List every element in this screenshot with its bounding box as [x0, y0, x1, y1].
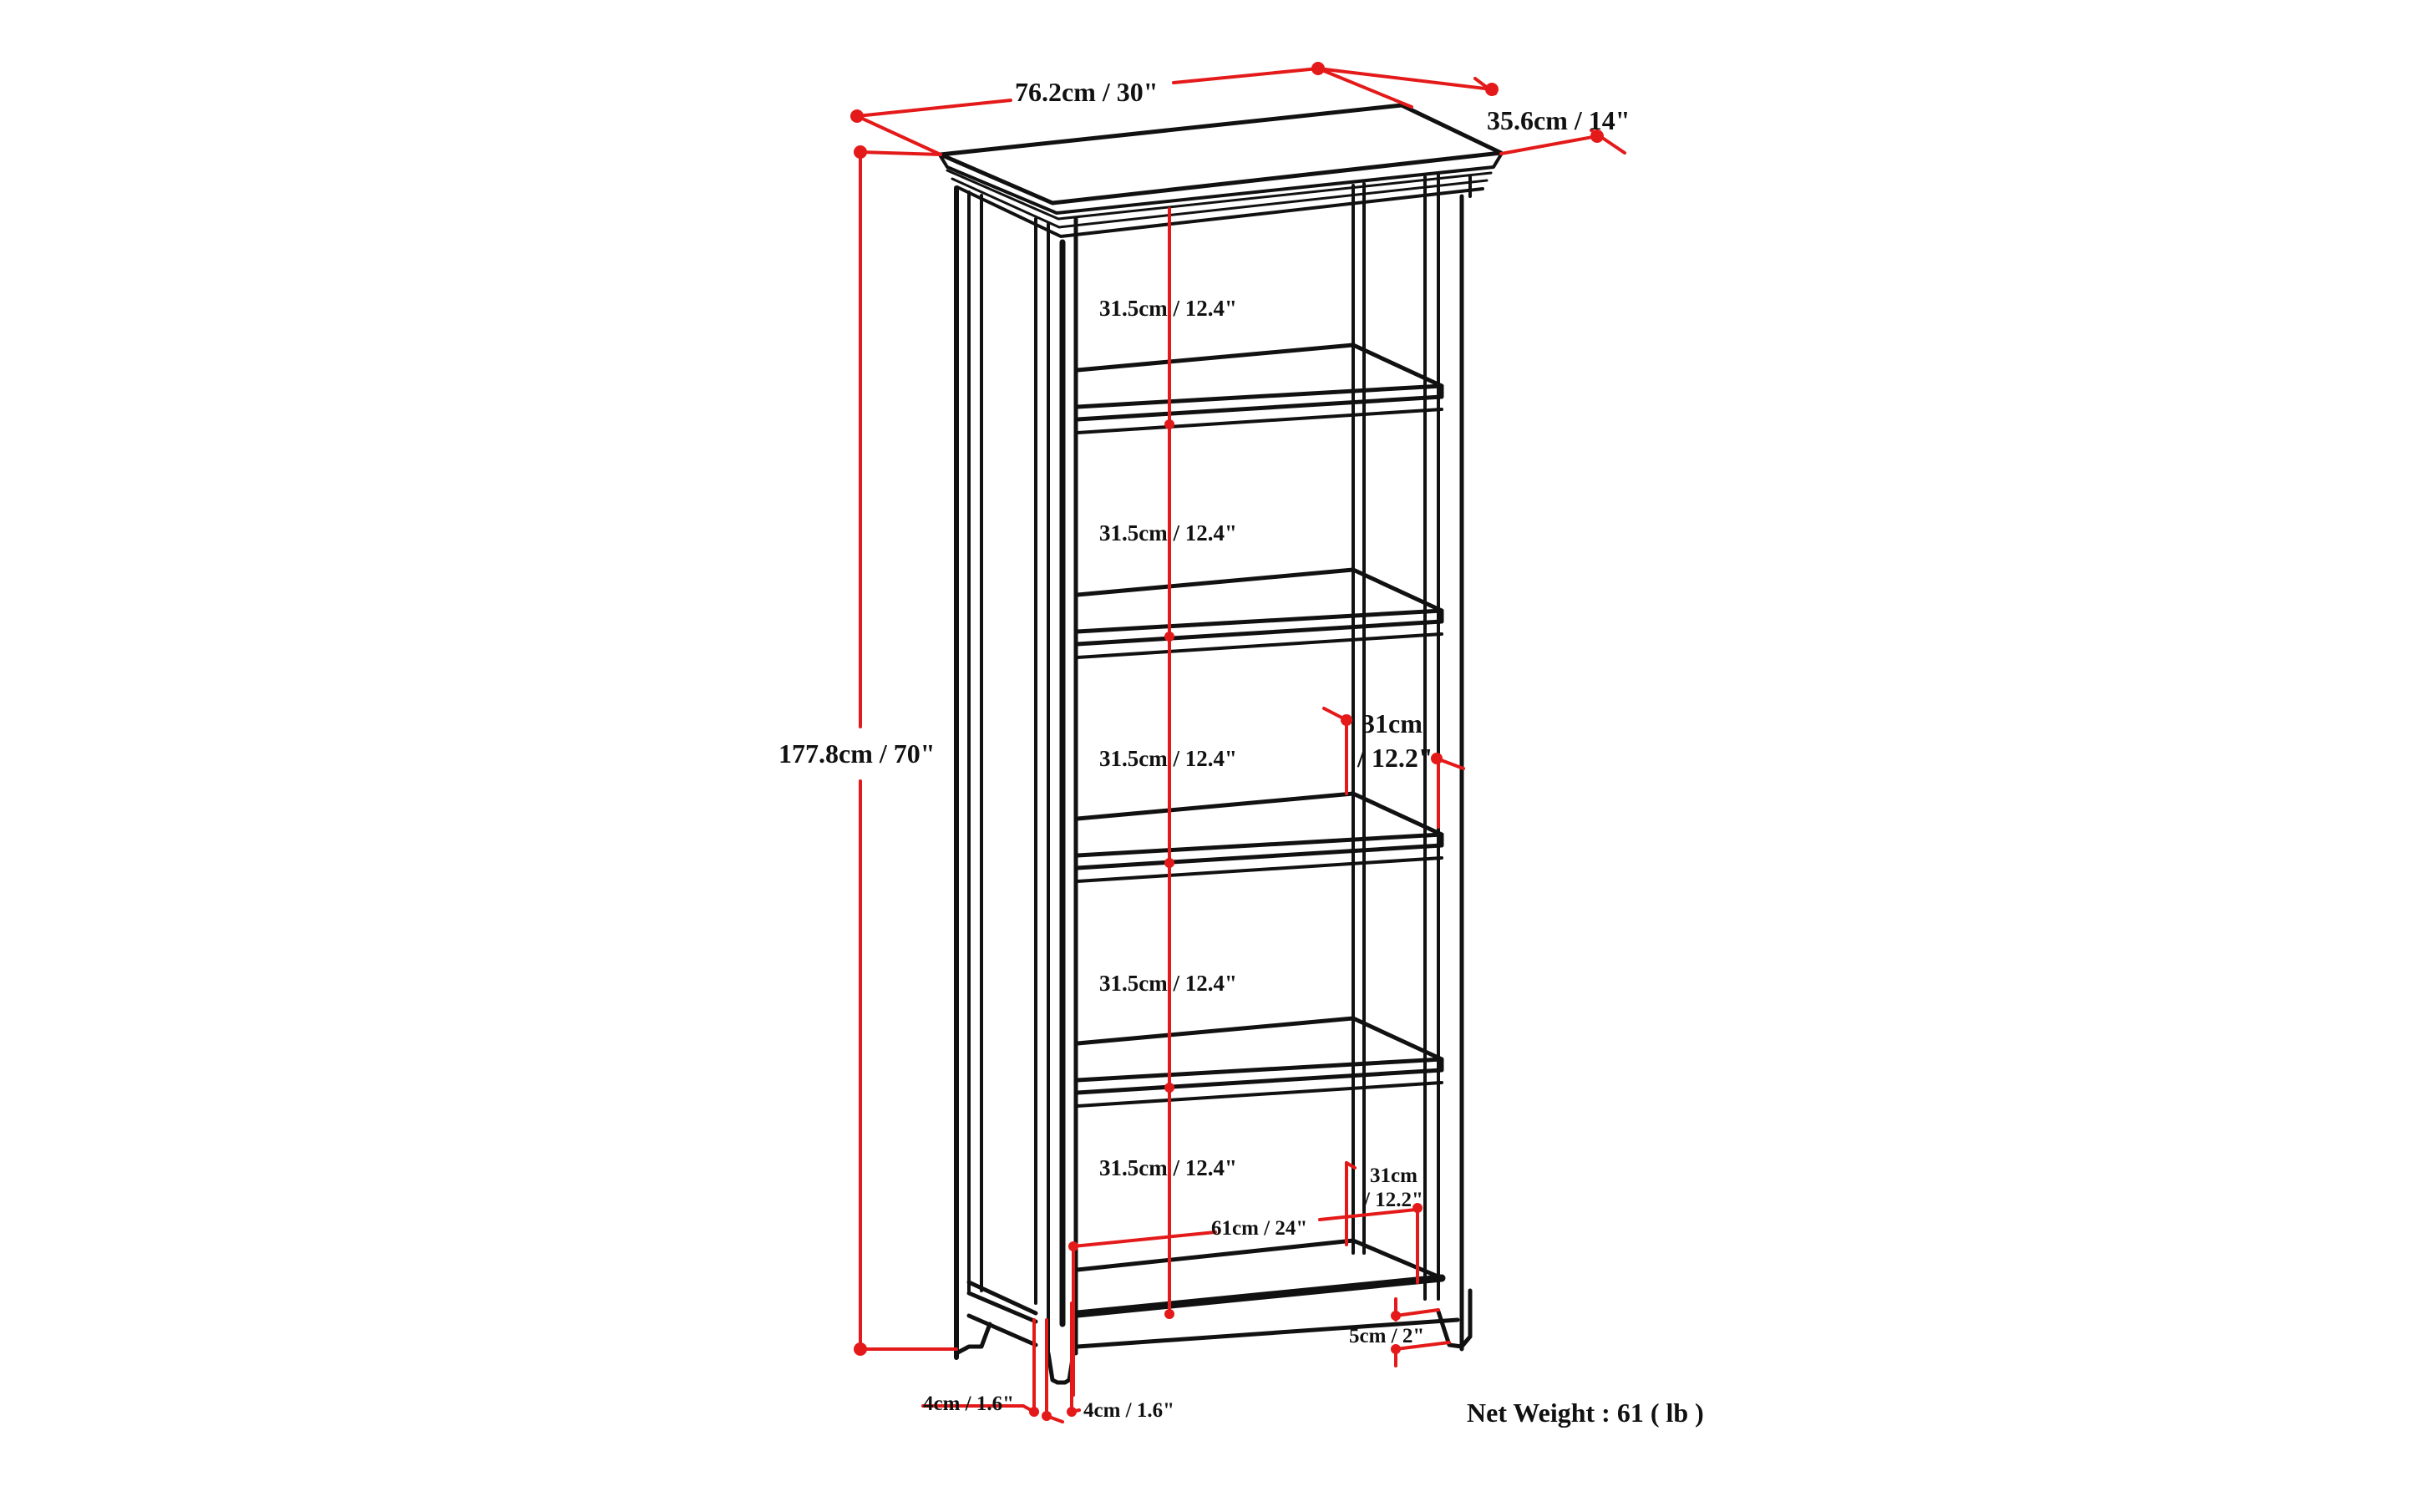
- middle-shelf-depth-label-line2: / 12.2": [1357, 743, 1433, 773]
- middle-shelf-depth-label-line1: 31cm: [1362, 708, 1423, 738]
- bookcase-drawing: [938, 103, 1504, 1385]
- dimension-labels: 76.2cm / 30" 35.6cm / 14" 177.8cm / 70" …: [778, 77, 1704, 1428]
- shelf-height-label-3: 31.5cm / 12.4": [1099, 746, 1237, 771]
- shelf-2: [1075, 567, 1444, 659]
- bottom-shelf-depth-label-line1: 31cm: [1370, 1164, 1417, 1187]
- shelf-4: [1075, 1016, 1444, 1108]
- shelf-1: [1075, 342, 1444, 434]
- net-weight-label: Net Weight : 61 ( lb ): [1467, 1398, 1704, 1428]
- shelf-height-label-2: 31.5cm / 12.4": [1099, 520, 1237, 545]
- left-leg-width-label: 4cm / 1.6": [923, 1393, 1014, 1415]
- shelf-height-label-4: 31.5cm / 12.4": [1099, 971, 1237, 996]
- base-clearance-label: 5cm / 2": [1349, 1325, 1424, 1347]
- height-label: 177.8cm / 70": [778, 738, 936, 769]
- shelf-height-label-5: 31.5cm / 12.4": [1099, 1155, 1237, 1180]
- right-leg-width-label: 4cm / 1.6": [1083, 1399, 1174, 1422]
- dimension-lines: [850, 62, 1626, 1423]
- shelf-height-label-1: 31.5cm / 12.4": [1099, 296, 1237, 321]
- depth-label: 35.6cm / 14": [1487, 105, 1630, 135]
- inner-width-label: 61cm / 24": [1211, 1217, 1307, 1240]
- width-label: 76.2cm / 30": [1015, 77, 1159, 107]
- shelf-3: [1075, 791, 1444, 883]
- bottom-shelf-depth-label-line2: / 12.2": [1363, 1189, 1423, 1211]
